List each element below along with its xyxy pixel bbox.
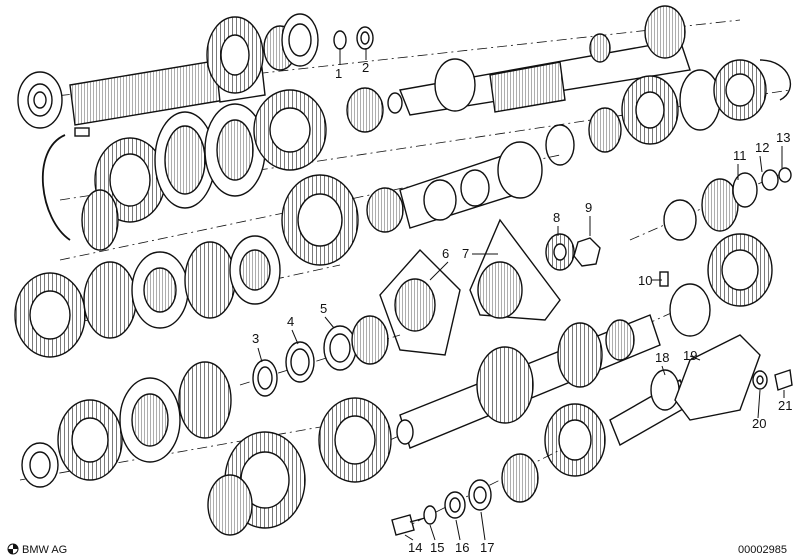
nut-and-washer (545, 233, 601, 271)
callout-10: 10 (638, 273, 652, 288)
callout-7: 7 (462, 246, 469, 261)
reverse-idler-assembly (544, 334, 793, 477)
callout-4: 4 (287, 314, 294, 329)
leader-lines (257, 48, 785, 541)
callout-14: 14 (408, 540, 422, 555)
snap-rings-and-bearing (239, 315, 401, 397)
fastener-set-bottom (391, 449, 561, 536)
bmw-logo-quadrants-icon (8, 544, 18, 554)
callout-20: 20 (752, 416, 766, 431)
brand-label: BMW AG (22, 544, 67, 556)
callout-11: 11 (733, 148, 747, 163)
callout-12: 12 (755, 140, 769, 155)
callout-19: 19 (683, 348, 697, 363)
callout-3: 3 (252, 331, 259, 346)
callout-1: 1 (335, 66, 342, 81)
countershaft-gears-right (545, 59, 791, 166)
callout-8: 8 (553, 210, 560, 225)
diagram-number: 00002985 (738, 544, 787, 556)
callout-9: 9 (585, 200, 592, 215)
rear-bearing-set (629, 167, 792, 241)
callout-21: 21 (778, 398, 792, 413)
main-shaft (387, 5, 691, 116)
callout-15: 15 (430, 540, 444, 555)
callout-5: 5 (320, 301, 327, 316)
gear-cluster-lower-left (14, 235, 341, 358)
callout-6: 6 (442, 246, 449, 261)
gear-cluster-middle (59, 141, 561, 266)
footer: BMW AG 00002985 (7, 543, 787, 556)
callout-2: 2 (362, 60, 369, 75)
bearing-flanges (379, 218, 561, 356)
input-shaft-assembly (17, 13, 741, 129)
callout-13: 13 (776, 130, 790, 145)
callout-16: 16 (455, 540, 469, 555)
gear-cluster-bottom (19, 361, 392, 536)
countershaft (389, 233, 773, 449)
callout-labels: 1 2 3 4 5 6 7 8 9 10 11 12 13 14 15 16 1… (252, 60, 792, 555)
callout-18: 18 (655, 350, 669, 365)
callout-17: 17 (480, 540, 494, 555)
